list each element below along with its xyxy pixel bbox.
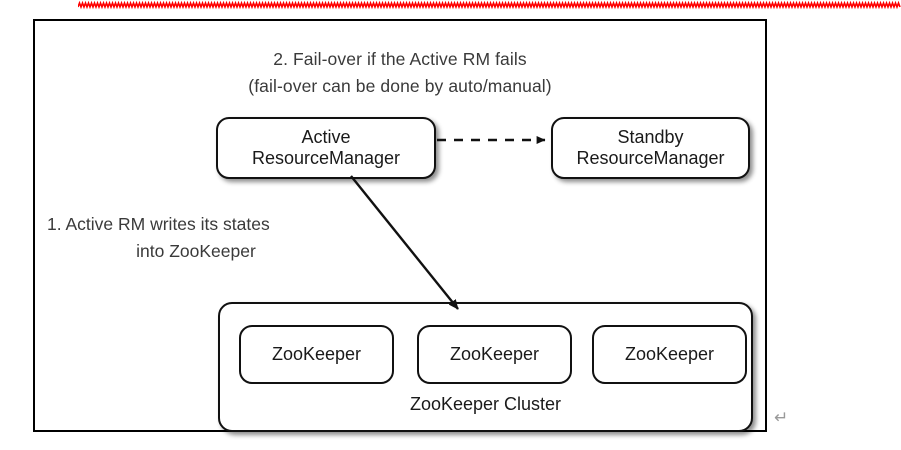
zookeeper-node-3[interactable]: ZooKeeper [592, 325, 747, 384]
spellcheck-underline [78, 0, 901, 10]
heading-line-1: 2. Fail-over if the Active RM fails [273, 49, 527, 69]
node-active-resourcemanager[interactable]: Active ResourceManager [216, 117, 436, 179]
node-standby-line-2: ResourceManager [576, 148, 725, 168]
annotation-line-1: 1. Active RM writes its states [47, 214, 270, 234]
zookeeper-node-1[interactable]: ZooKeeper [239, 325, 394, 384]
diagram-frame: 2. Fail-over if the Active RM fails (fai… [33, 19, 767, 432]
zookeeper-cluster-label: ZooKeeper Cluster [409, 394, 562, 414]
paragraph-return-mark: ↵ [774, 408, 789, 427]
annotation-active-rm-writes-states: 1. Active RM writes its states into ZooK… [43, 211, 383, 265]
zookeeper-node-2[interactable]: ZooKeeper [417, 325, 572, 384]
node-standby-line-1: Standby [617, 127, 684, 148]
node-active-line-1: Active [301, 127, 351, 148]
annotation-line-2: into ZooKeeper [136, 241, 256, 262]
node-active-line-2: ResourceManager [251, 148, 401, 168]
heading-line-2: (fail-over can be done by auto/manual) [248, 76, 552, 96]
zookeeper-cluster-container[interactable]: ZooKeeper ZooKeeper ZooKeeper ZooKeeper … [218, 302, 753, 432]
node-standby-resourcemanager[interactable]: Standby ResourceManager [551, 117, 750, 179]
